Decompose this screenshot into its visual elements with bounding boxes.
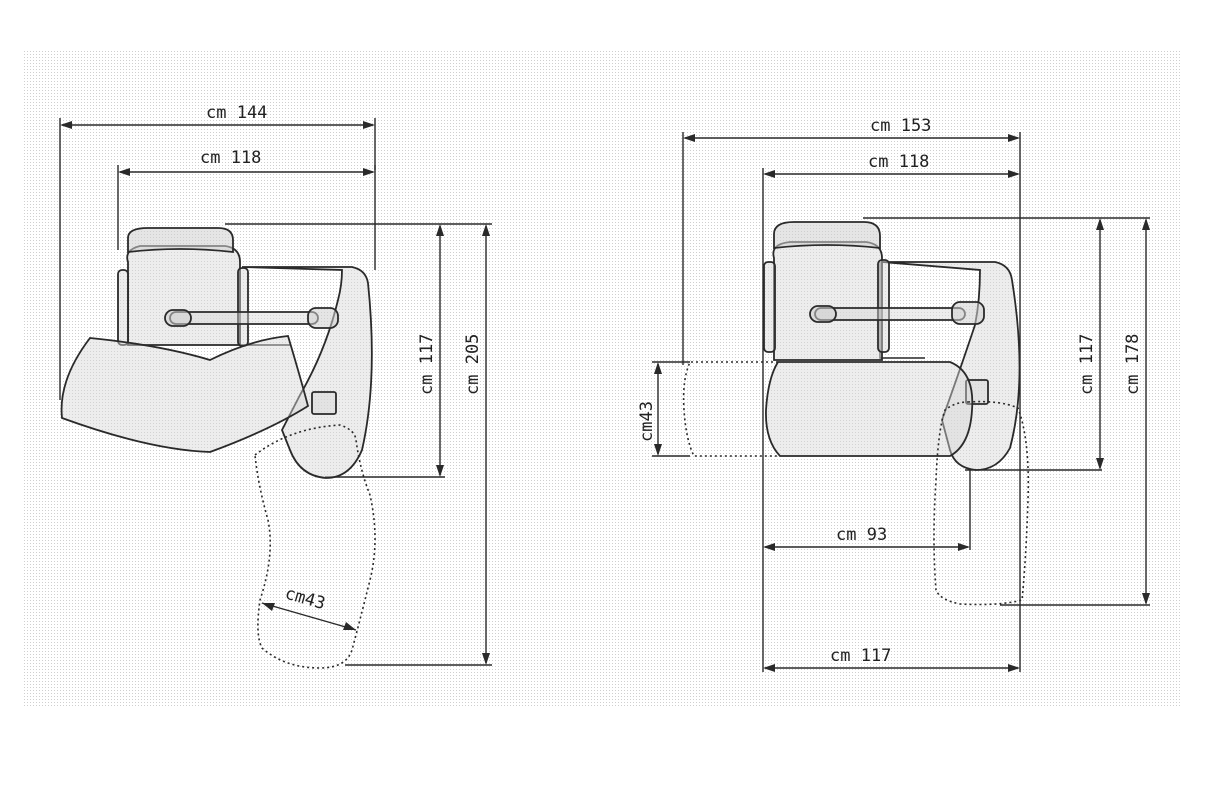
left-dim-chair-width: cm 118 — [200, 148, 261, 168]
left-dim-overall-width: cm 144 — [206, 103, 267, 123]
right-dim-base-width: cm 117 — [830, 646, 891, 666]
paper-background — [22, 50, 1182, 708]
right-headrest — [773, 221, 881, 250]
right-handle-rod — [814, 307, 966, 321]
left-chair-body — [126, 245, 241, 346]
right-seat-extension-outline — [682, 361, 780, 457]
right-dim-seat-depth: cm43 — [637, 401, 657, 442]
right-dim-extended-depth: cm 178 — [1123, 334, 1143, 395]
right-armrest-left — [763, 261, 776, 353]
left-view: cm 144 cm 118 cm 117 cm 205 cm43 — [59, 103, 492, 669]
left-armrest-right — [237, 267, 249, 347]
left-armrest-left — [117, 269, 129, 346]
right-dim-chair-width: cm 118 — [868, 152, 929, 172]
right-dim-depth: cm 117 — [1077, 334, 1097, 395]
left-handle-rod — [169, 311, 319, 325]
right-armrest-right — [877, 259, 890, 353]
right-view: cm 153 cm 118 cm 117 cm 178 cm43 cm 93 c… — [637, 116, 1150, 672]
left-dim-extended-depth: cm 205 — [463, 334, 483, 395]
right-swivel-base — [881, 261, 1021, 471]
left-seat-pad — [60, 335, 310, 453]
right-dim-inner-width: cm 93 — [836, 525, 887, 545]
left-dim-depth: cm 117 — [417, 334, 437, 395]
right-footrest-outline — [933, 400, 1030, 606]
right-dim-overall-width: cm 153 — [870, 116, 931, 136]
right-chair-body — [772, 241, 883, 361]
right-seat-pad — [765, 361, 974, 457]
left-side-knob — [311, 391, 337, 415]
left-headrest — [127, 227, 234, 254]
